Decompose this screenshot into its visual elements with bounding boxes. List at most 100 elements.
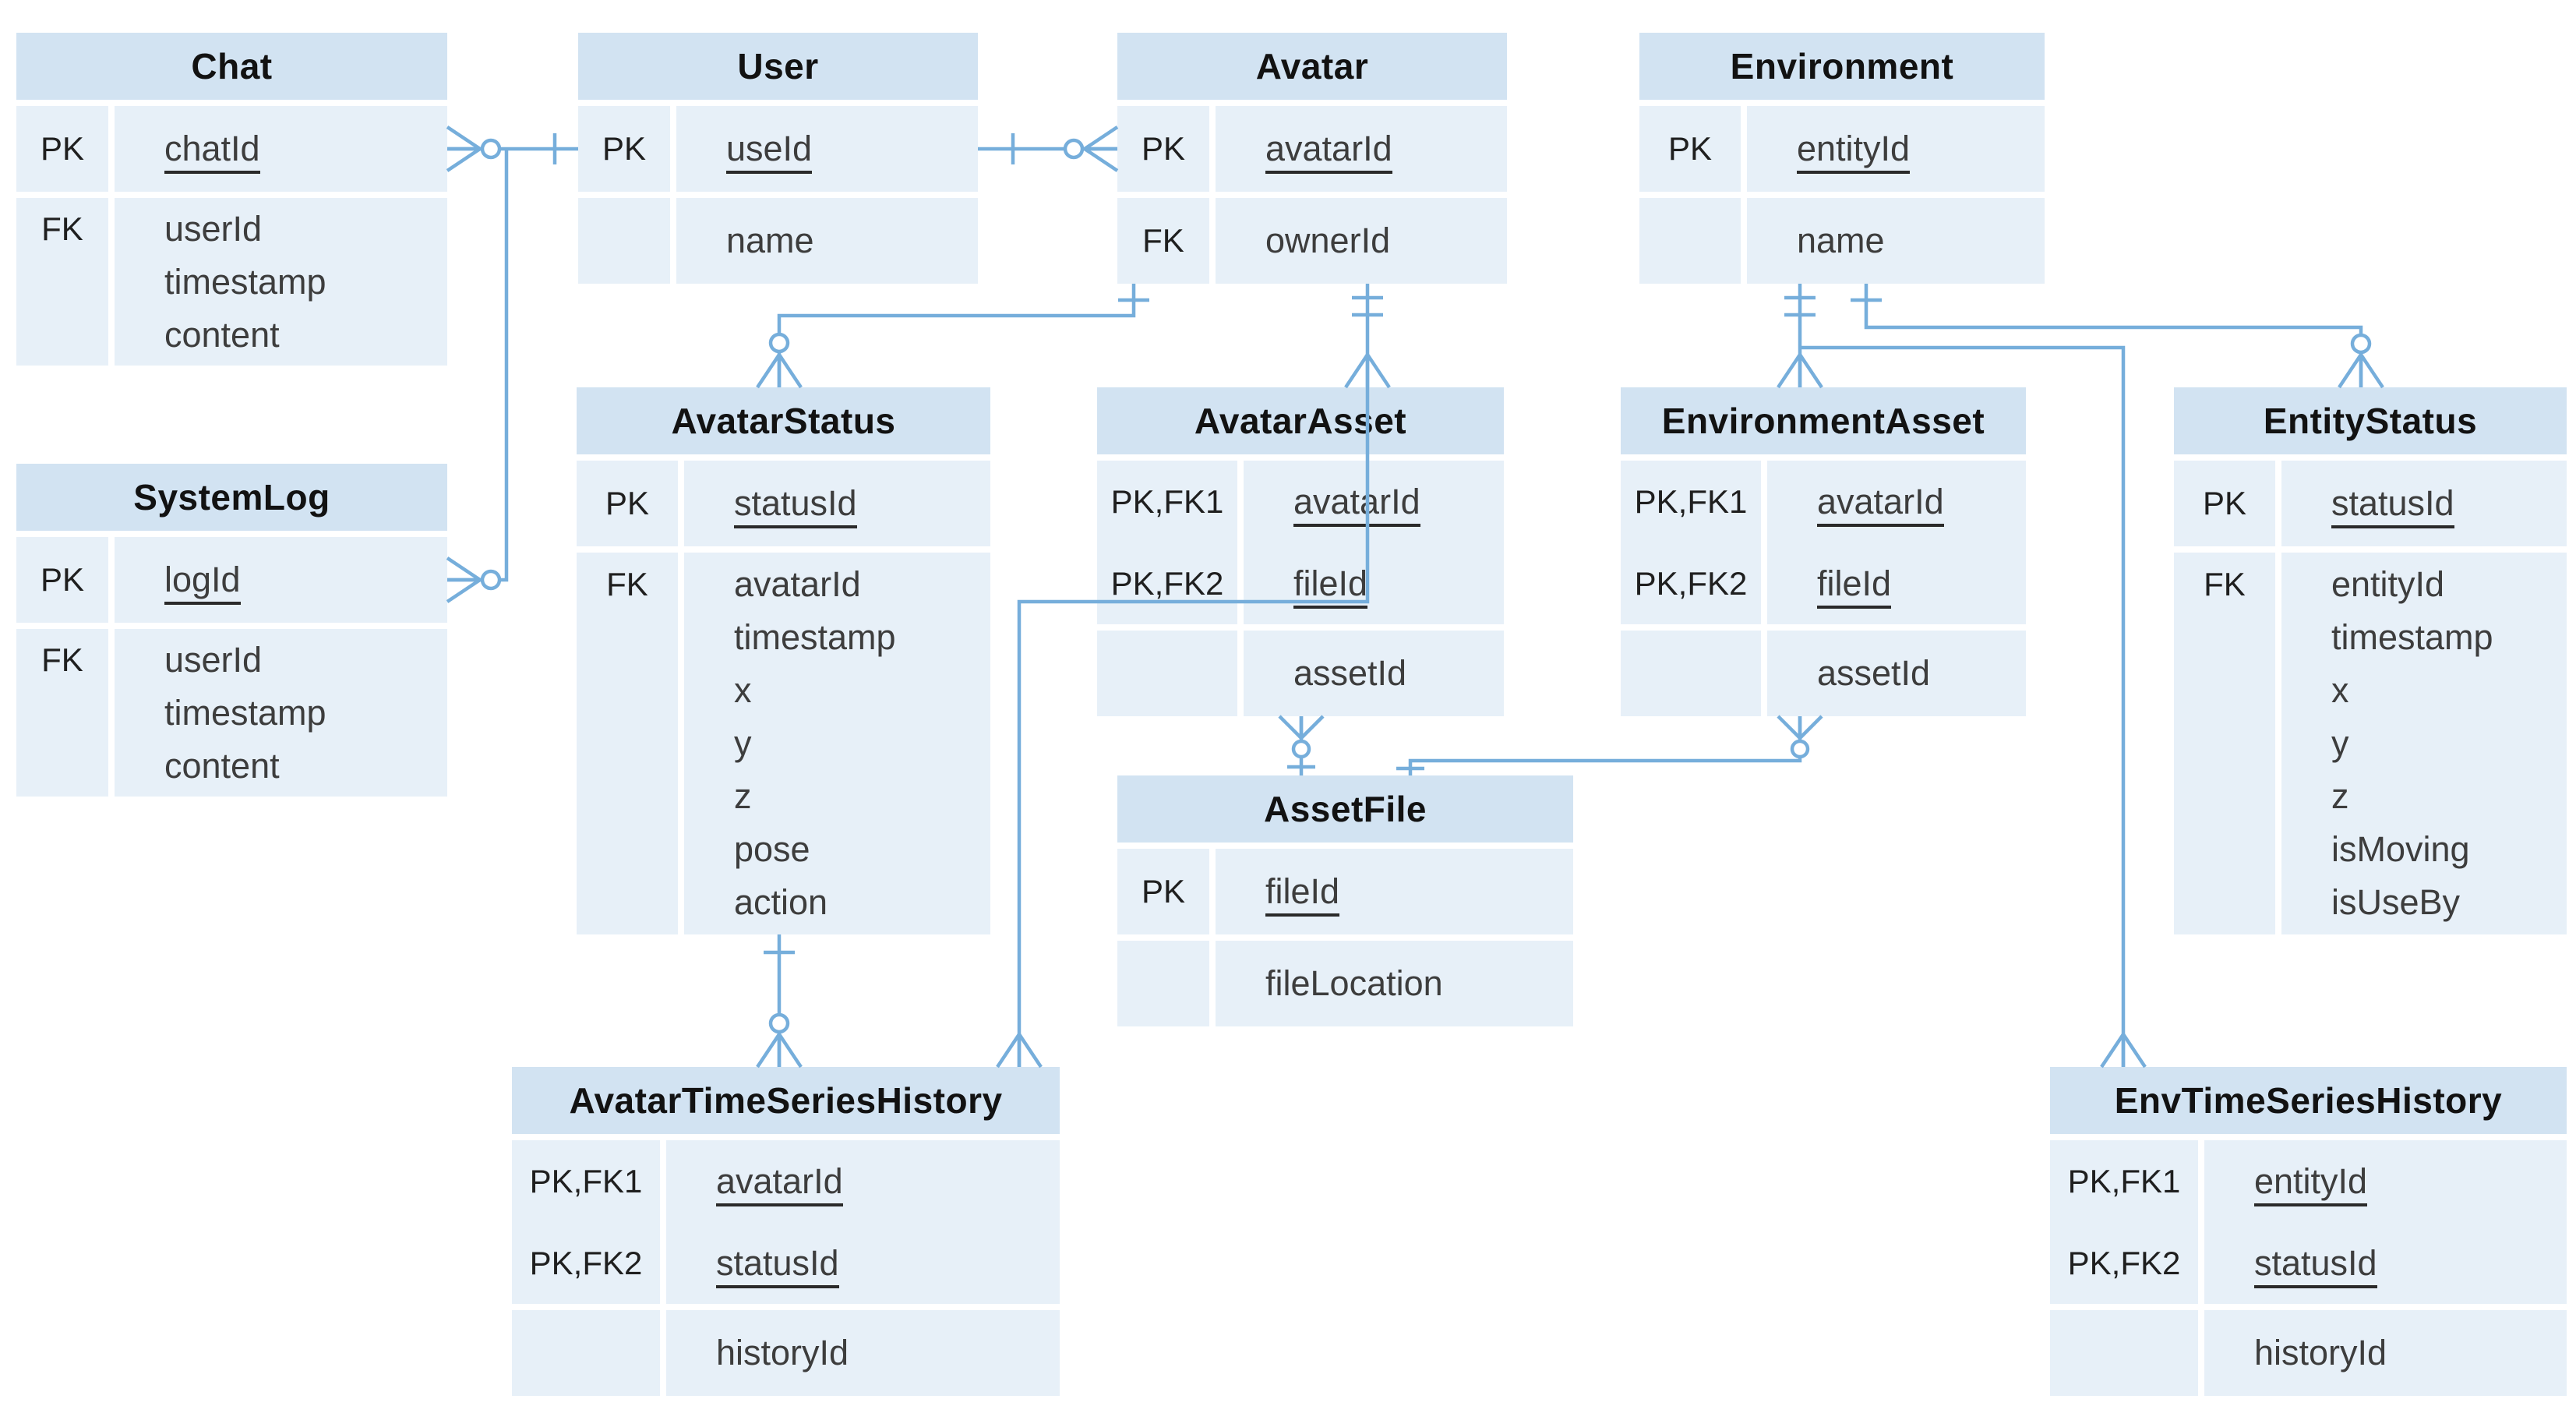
relationship-systemlog-user [447,149,509,582]
field-label-useId: useId [726,129,813,174]
chat-attr-cell: chatId [115,106,447,192]
field-logId: logId [164,537,241,623]
environment-key-cell [1639,198,1741,284]
avatarasset-attr-cell: assetId [1244,631,1504,716]
field-label-timestamp: timestamp [164,692,326,733]
field-timestamp: timestamp [164,256,326,309]
field-x: x [734,664,752,717]
chat-key-cell: PK [16,106,108,192]
user-attr-cell: useId [676,106,978,192]
assetfile-key-label: PK [1141,873,1186,910]
field-y: y [2331,717,2349,770]
cardinality-crowfoot-glyph [778,353,803,389]
avatartimeserieshistory-attr-cell: avatarId statusId [666,1140,1060,1304]
environmentasset-key-label: PK,FK1 [1634,483,1748,520]
assetfile-header: AssetFile [1117,775,1573,843]
field-label-z: z [2331,776,2349,816]
field-label-statusId: statusId [2254,1243,2377,1288]
field-label-y: y [734,723,752,763]
avatarasset-key-label: PK,FK2 [1110,565,1224,602]
field-entityId: entityId [2254,1140,2368,1222]
cardinality-circle-glyph [480,569,502,591]
field-label-content: content [164,314,280,355]
environmentasset-attr-cell: assetId [1767,631,2026,716]
entitystatus-title: EntityStatus [2263,401,2478,441]
entitystatus-key-cell: PK [2174,461,2275,546]
avatar-key-label: PK [1141,130,1186,167]
field-label-avatarId: avatarId [716,1161,843,1206]
envtimeserieshistory-key-label: PK,FK2 [2067,1245,2181,1281]
envtimeserieshistory-attr-cell: entityId statusId [2204,1140,2567,1304]
field-chatId: chatId [164,106,260,192]
envtimeserieshistory-attr-cell: historyId [2204,1310,2567,1396]
assetfile-key-cell [1117,941,1209,1026]
field-fileId: fileId [1265,849,1340,934]
avatarstatus-key-cell: FK [577,553,678,934]
field-useId: useId [726,106,813,192]
field-label-name: name [726,221,814,260]
environmentasset-title: EnvironmentAsset [1661,401,1985,441]
environmentasset-key-cell [1621,631,1761,716]
systemlog-key-cell: FK [16,629,108,797]
field-label-pose: pose [734,829,810,869]
environmentasset-key-label: PK,FK2 [1634,565,1748,602]
field-label-isUseBy: isUseBy [2331,882,2461,922]
field-label-avatarId: avatarId [1293,482,1420,527]
entitystatus-key-label: FK [2204,566,2246,602]
field-label-assetId: assetId [1293,653,1407,693]
assetfile-key-cell: PK [1117,849,1209,934]
field-pose: pose [734,823,810,876]
field-label-x: x [734,670,752,710]
field-label-historyId: historyId [716,1333,849,1372]
field-label-action: action [734,882,828,922]
environmentasset-header: EnvironmentAsset [1621,387,2026,454]
field-fileId: fileId [1293,542,1368,624]
field-y: y [734,717,752,770]
systemlog-key-label: FK [41,641,83,678]
avatarasset-title: AvatarAsset [1194,401,1407,441]
field-fileId: fileId [1817,542,1892,624]
user-key-cell: PK [578,106,670,192]
cardinality-crowfoot-glyph [446,556,482,581]
field-x: x [2331,664,2349,717]
cardinality-crowfoot-glyph [2338,353,2363,389]
field-label-z: z [734,776,752,816]
field-assetId: assetId [1817,631,1930,716]
cardinality-circle-glyph [1291,739,1311,759]
cardinality-crowfoot-glyph [756,353,781,389]
environment-attr-cell: name [1747,198,2045,284]
environment-title: Environment [1730,46,1954,87]
field-label-avatarId: avatarId [734,564,861,604]
field-label-statusId: statusId [2331,483,2454,528]
field-content: content [164,740,280,793]
cardinality-crowfoot-glyph [1278,715,1303,740]
field-action: action [734,876,827,929]
field-label-userId: userId [164,639,263,680]
avatarstatus-header: AvatarStatus [577,387,990,454]
systemlog-attr-cell: logId [115,537,447,623]
assetfile-attr-cell: fileLocation [1216,941,1573,1026]
field-label-avatarId: avatarId [1265,129,1392,174]
entitystatus-key-cell: FK [2174,553,2275,934]
avatarasset-attr-cell: avatarId fileId [1244,461,1504,624]
systemlog-title: SystemLog [133,477,330,518]
entitystatus-key-label: PK [2202,485,2247,521]
chat-key-cell: FK [16,198,108,366]
avatartimeserieshistory-attr-cell: historyId [666,1310,1060,1396]
user-title: User [737,46,819,87]
relationship-environment-entitystatus [1864,284,2363,387]
avatar-attr-cell: avatarId [1216,106,1507,192]
avatarstatus-key-cell: PK [577,461,678,546]
field-timestamp: timestamp [2331,611,2493,664]
field-statusId: statusId [716,1222,839,1304]
cardinality-crowfoot-glyph [446,147,482,172]
cardinality-crowfoot-glyph [2100,1033,2125,1069]
avatarstatus-attr-cell: statusId [684,461,990,546]
field-label-x: x [2331,670,2349,710]
field-label-statusId: statusId [716,1243,839,1288]
field-label-y: y [2331,723,2349,763]
cardinality-crowfoot-glyph [1777,353,1801,389]
